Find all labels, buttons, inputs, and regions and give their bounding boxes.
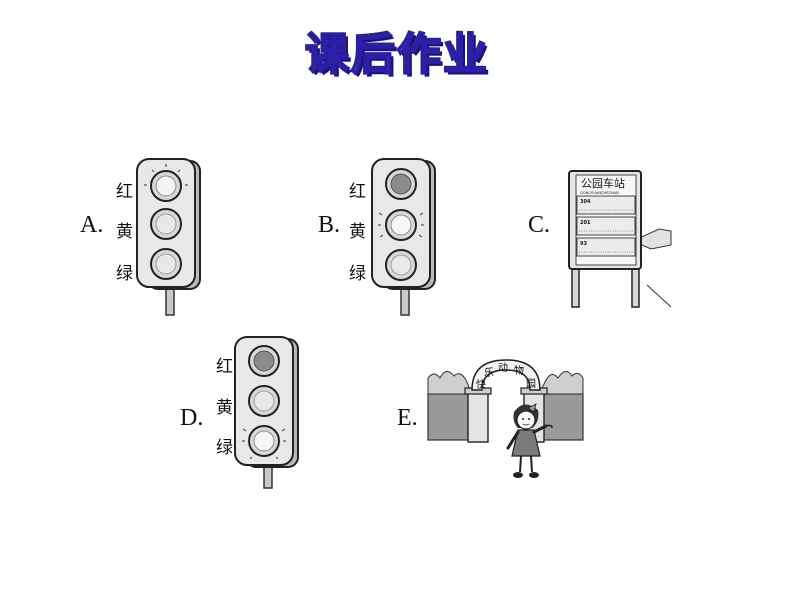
option-e-zoo-gate: 快 乐 动 物 园 bbox=[427, 359, 584, 478]
option-b-label: B. bbox=[318, 212, 341, 238]
gate-char-1: 快 bbox=[476, 379, 486, 391]
option-a-red-label: 红 bbox=[116, 182, 133, 202]
option-c-bus-stop-sign: 公园车站 GONGYUANCHEZHAN 304 201 93 bbox=[568, 170, 672, 308]
green-light-glow bbox=[242, 428, 286, 460]
option-a-yellow-label: 黄 bbox=[116, 222, 133, 242]
option-d-red-label: 红 bbox=[216, 357, 233, 377]
route-304-number: 304 bbox=[580, 199, 591, 205]
route-304-board: 304 bbox=[576, 195, 636, 215]
option-a-label: A. bbox=[80, 212, 104, 238]
option-d-yellow-label: 黄 bbox=[216, 398, 233, 418]
girl-figure bbox=[506, 403, 553, 478]
option-b-yellow-label: 黄 bbox=[349, 222, 366, 242]
option-a-green-label: 绿 bbox=[116, 264, 133, 284]
gate-char-3: 动 bbox=[498, 362, 508, 374]
yellow-light-glow bbox=[378, 212, 424, 238]
option-d-traffic-light bbox=[234, 336, 299, 489]
route-93-number: 93 bbox=[580, 241, 587, 247]
sign-station-name: 公园车站 bbox=[581, 176, 625, 190]
gate-char-4: 物 bbox=[514, 364, 524, 377]
sign-station-pinyin: GONGYUANCHEZHAN bbox=[580, 191, 619, 195]
route-201-board: 201 bbox=[576, 216, 636, 236]
route-93-board: 93 bbox=[576, 237, 636, 257]
option-b-red-label: 红 bbox=[349, 182, 366, 202]
page-title: 课后作业 bbox=[304, 28, 489, 81]
option-a-traffic-light bbox=[136, 158, 201, 316]
gate-char-5: 园 bbox=[526, 378, 536, 390]
gate-char-2: 乐 bbox=[484, 367, 494, 379]
route-201-number: 201 bbox=[580, 220, 591, 226]
option-b-green-label: 绿 bbox=[349, 264, 366, 284]
option-d-green-label: 绿 bbox=[216, 438, 233, 458]
option-d-label: D. bbox=[180, 405, 204, 431]
option-e-label: E. bbox=[397, 405, 418, 431]
option-b-traffic-light bbox=[371, 158, 436, 316]
option-c-label: C. bbox=[528, 212, 551, 238]
red-light-glow bbox=[144, 164, 188, 186]
